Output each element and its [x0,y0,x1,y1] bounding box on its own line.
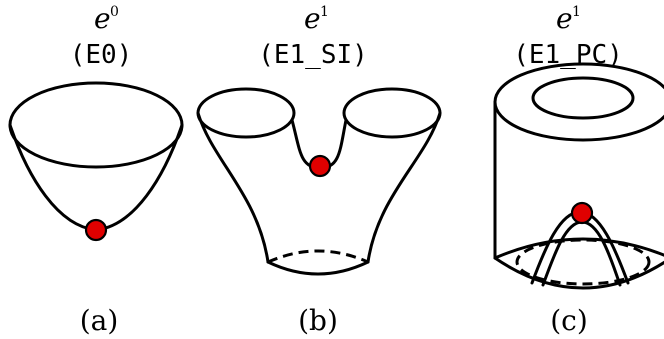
panel-c: e 1 (E1_PC) (c) [493,2,664,337]
left-outer-side [196,111,270,264]
panel-b: e 1 (E1_SI) (b) [196,2,442,337]
bowl-surface [8,81,184,232]
bottom-rim-front [266,260,370,276]
critical-point-marker-a [84,218,108,242]
panel-a-label-exponent: 0 [110,4,119,20]
panel-b-label-base: e [304,2,321,35]
panel-a: e 0 (E0) (a) [8,2,184,337]
bottom-rim-back [267,249,369,264]
critical-point-marker-c [570,201,594,225]
left-tube-rim [196,87,296,139]
inner-bottom-hidden-rim [515,238,651,286]
panel-a-code: (E0) [70,40,133,70]
panel-b-label-exponent: 1 [320,4,329,20]
cylinder-surface [493,62,664,290]
cylinder-inner-rim [531,76,635,120]
critical-point-marker-b [308,154,332,178]
bowl-side [8,123,184,232]
bowl-rim [8,81,184,169]
panel-c-label-exponent: 1 [572,4,581,20]
cylinder-bottom-front [493,256,664,290]
panel-c-caption: (c) [550,304,588,337]
panel-b-caption: (b) [298,304,338,337]
panel-a-caption: (a) [80,304,119,337]
right-outer-side [366,111,442,264]
panel-b-code: (E1_SI) [258,40,368,70]
cylinder-bottom-back [493,237,664,260]
panel-c-label-base: e [556,2,573,35]
panel-a-label-base: e [94,2,111,35]
saddle-surface [196,87,442,276]
right-tube-rim [342,87,442,139]
cylinder-outer-rim [493,62,664,142]
